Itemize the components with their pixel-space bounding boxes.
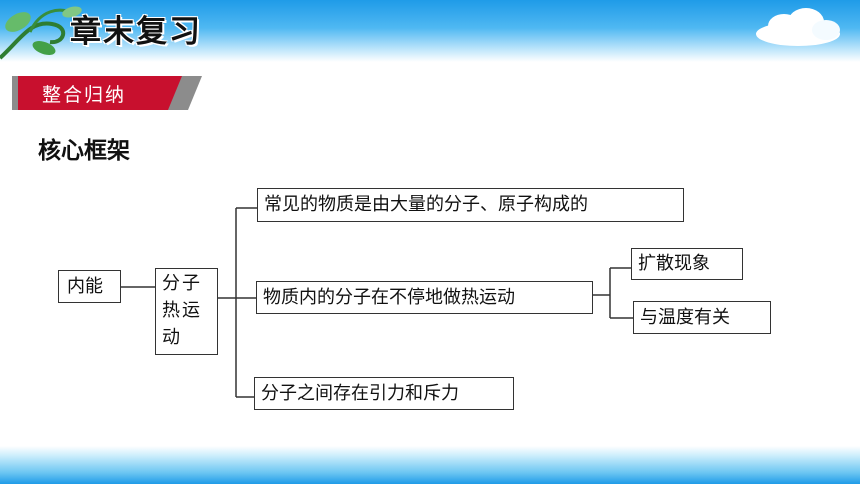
subheading: 核心框架 (38, 138, 130, 164)
section-label: 整合归纳 (42, 84, 127, 106)
node-molecules-motion: 物质内的分子在不停地做热运动 (256, 281, 593, 314)
vine-decoration (0, 6, 82, 60)
node-molecular-forces: 分子之间存在引力和斥力 (254, 377, 514, 410)
node-line: 分子 (162, 273, 202, 294)
node-line: 动 (162, 327, 182, 348)
header-band (0, 0, 860, 62)
node-common-matter: 常见的物质是由大量的分子、原子构成的 (257, 188, 684, 222)
node-internal-energy: 内能 (58, 270, 121, 303)
node-temperature: 与温度有关 (633, 301, 771, 334)
section-banner (12, 76, 202, 110)
footer-band (0, 446, 860, 484)
node-diffusion: 扩散现象 (631, 248, 743, 280)
node-molecular-thermal-motion: 分子 热运 动 (155, 268, 218, 355)
node-line: 热运 (162, 300, 202, 321)
cloud-icon (756, 8, 840, 46)
page-title: 章末复习 (70, 14, 202, 50)
